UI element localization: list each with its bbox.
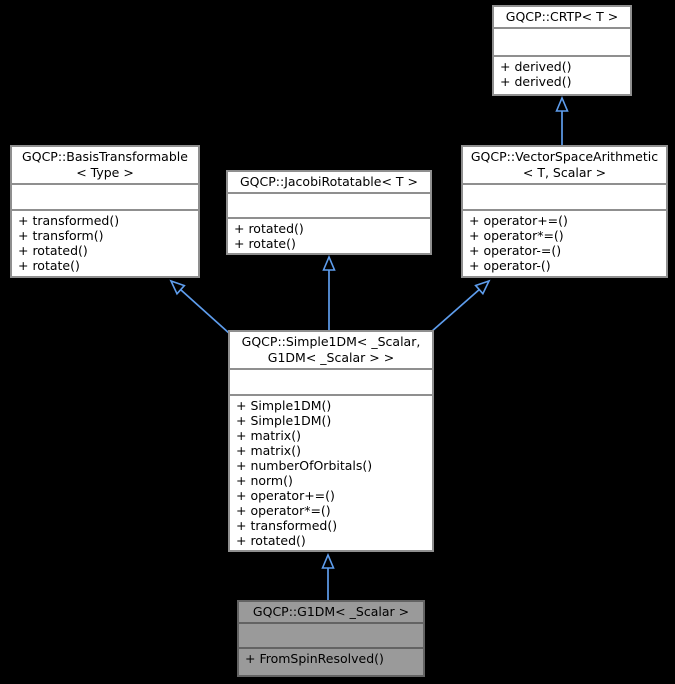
class-title: GQCP::BasisTransformable < Type > <box>12 147 198 185</box>
attributes-compartment <box>463 185 666 211</box>
method-item: + transformed() <box>236 518 338 533</box>
attributes-compartment <box>230 370 432 396</box>
class-title: GQCP::VectorSpaceArithmetic < T, Scalar … <box>463 147 666 185</box>
class-box-basistransformable[interactable]: GQCP::BasisTransformable < Type > + tran… <box>10 145 200 278</box>
method-item: + matrix() <box>236 443 301 458</box>
attributes-compartment <box>228 194 430 219</box>
arrow-simple1dm-to-basistransformable <box>171 281 231 335</box>
method-item: + rotate() <box>234 236 296 251</box>
method-item: + derived() <box>500 59 572 74</box>
method-item: + operator+=() <box>469 213 568 228</box>
method-item: + matrix() <box>236 428 301 443</box>
methods-compartment: + rotated()+ rotate() <box>228 219 430 253</box>
methods-compartment: + Simple1DM()+ Simple1DM()+ matrix()+ ma… <box>230 396 432 550</box>
method-item: + operator+=() <box>236 488 335 503</box>
methods-compartment: + FromSpinResolved() <box>239 649 423 675</box>
class-box-simple1dm[interactable]: GQCP::Simple1DM< _Scalar, G1DM< _Scalar … <box>228 330 434 552</box>
attributes-compartment <box>12 185 198 211</box>
class-title: GQCP::G1DM< _Scalar > <box>239 602 423 624</box>
method-item: + numberOfOrbitals() <box>236 458 373 473</box>
class-box-g1dm[interactable]: GQCP::G1DM< _Scalar > + FromSpinResolved… <box>237 600 425 677</box>
method-item: + FromSpinResolved() <box>245 651 384 666</box>
class-title: GQCP::CRTP< T > <box>494 7 630 29</box>
method-item: + rotated() <box>18 243 88 258</box>
method-item: + rotated() <box>234 221 304 236</box>
method-item: + transform() <box>18 228 104 243</box>
attributes-compartment <box>494 29 630 57</box>
method-item: + derived() <box>500 74 572 89</box>
method-item: + norm() <box>236 473 293 488</box>
method-item: + rotated() <box>236 533 306 548</box>
method-item: + operator*=() <box>469 228 564 243</box>
class-title: GQCP::Simple1DM< _Scalar, G1DM< _Scalar … <box>230 332 432 370</box>
methods-compartment: + operator+=()+ operator*=()+ operator-=… <box>463 211 666 276</box>
method-item: + Simple1DM() <box>236 413 332 428</box>
method-item: + operator-=() <box>469 243 562 258</box>
method-item: + transformed() <box>18 213 120 228</box>
attributes-compartment <box>239 624 423 649</box>
method-item: + operator*=() <box>236 503 331 518</box>
method-item: + Simple1DM() <box>236 398 332 413</box>
class-box-vectorspacearithmetic[interactable]: GQCP::VectorSpaceArithmetic < T, Scalar … <box>461 145 668 278</box>
methods-compartment: + transformed()+ transform()+ rotated()+… <box>12 211 198 276</box>
arrow-simple1dm-to-vectorspacearithmetic <box>430 281 489 333</box>
method-item: + operator-() <box>469 258 551 273</box>
method-item: + rotate() <box>18 258 80 273</box>
class-title: GQCP::JacobiRotatable< T > <box>228 172 430 194</box>
class-box-jacobirotatable[interactable]: GQCP::JacobiRotatable< T > + rotated()+ … <box>226 170 432 255</box>
methods-compartment: + derived()+ derived() <box>494 57 630 94</box>
class-box-crtp[interactable]: GQCP::CRTP< T > + derived()+ derived() <box>492 5 632 96</box>
